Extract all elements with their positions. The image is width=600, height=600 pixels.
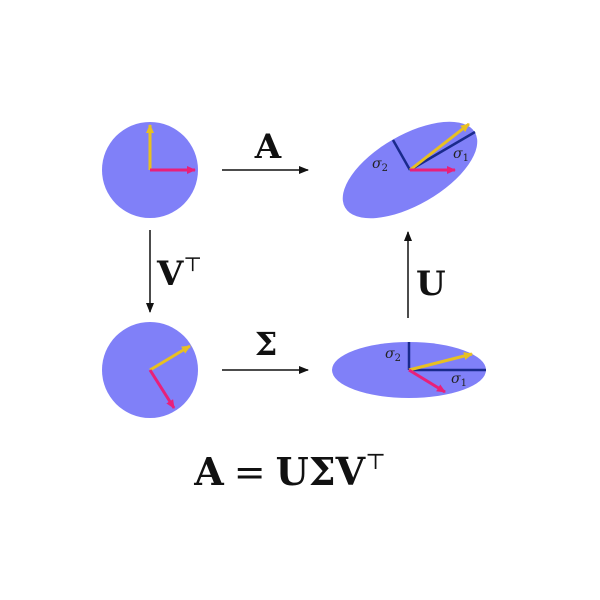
unit-circle-bottom-left bbox=[102, 322, 198, 418]
yellow-transformed-vector bbox=[409, 122, 470, 172]
sigma1-label-top: σ1 bbox=[453, 146, 469, 164]
minor-axis-line bbox=[391, 139, 412, 171]
ellipse-bottom-right: σ1 σ2 bbox=[332, 342, 486, 398]
major-axis-line bbox=[409, 130, 476, 172]
map-sigma-label: Σ bbox=[255, 325, 278, 363]
svd-equation: A=UΣV⊤ bbox=[193, 449, 386, 494]
equation-text: A=UΣV⊤ bbox=[193, 449, 386, 494]
sigma1-label-bottom: σ1 bbox=[451, 371, 467, 389]
map-a-arrow-group: A bbox=[222, 127, 309, 174]
yellow-scaled-vector bbox=[408, 352, 473, 372]
magenta-rotated-vector bbox=[148, 369, 176, 409]
map-u-label: U bbox=[416, 264, 446, 304]
sigma2-label-bottom: σ2 bbox=[385, 346, 401, 364]
map-sigma-arrow-group: Σ bbox=[222, 325, 309, 374]
unit-circle-top-left bbox=[102, 122, 198, 218]
yellow-rotated-vector bbox=[149, 344, 191, 372]
ellipse-top-right: σ1 σ2 bbox=[342, 121, 478, 219]
sigma2-label-top: σ2 bbox=[372, 156, 388, 174]
magenta-scaled-vector bbox=[408, 368, 446, 394]
map-u-arrow-group: U bbox=[404, 231, 446, 318]
map-vt-label: V⊤ bbox=[156, 252, 202, 294]
map-a-label: A bbox=[254, 127, 282, 167]
map-vt-arrow-group: V⊤ bbox=[146, 230, 202, 313]
